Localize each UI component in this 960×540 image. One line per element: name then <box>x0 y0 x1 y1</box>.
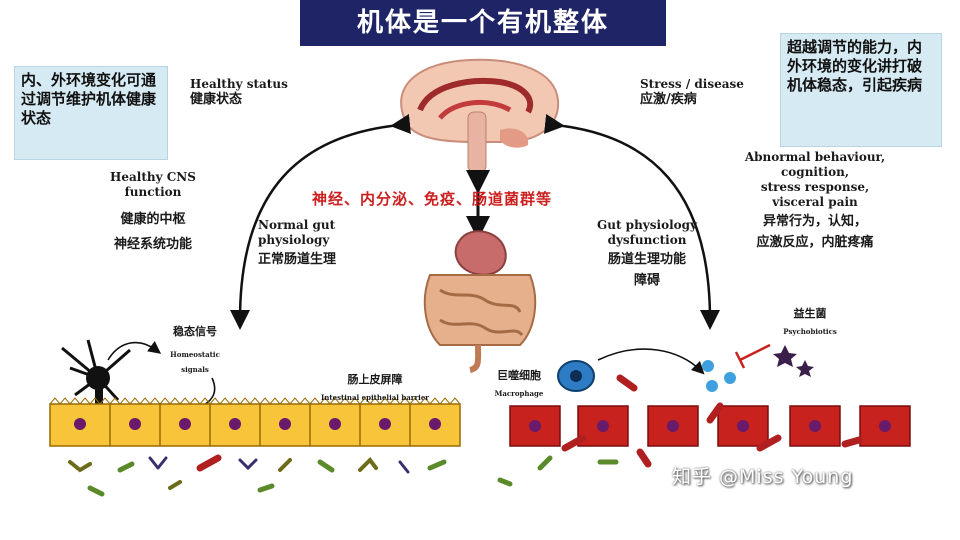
inhibit-arrow <box>739 343 771 362</box>
probiotic-label: 益生菌 Psychobiotics <box>770 306 850 339</box>
barrier-label: 肠上皮屏障 Intestinal epithelial barrier <box>290 372 460 405</box>
page-title: 机体是一个有机整体 <box>300 0 666 46</box>
brain-icon <box>400 58 560 173</box>
right-note: 超越调节的能力，内外环境的变化讲打破机体稳态，引起疾病 <box>780 33 942 147</box>
macrophage-label: 巨噬细胞 Macrophage <box>484 368 554 401</box>
cns-label: Healthy CNS function 健康的中枢 神经系统功能 <box>88 170 218 252</box>
healthy-status-label: Healthy status 健康状态 <box>190 77 320 107</box>
gut-dys-cn1: 肠道生理功能 <box>607 252 686 267</box>
homeostatic-cn: 稳态信号 <box>173 325 217 338</box>
diseased-epithelium <box>509 405 911 447</box>
stress-cn: 应激/疾病 <box>640 92 697 107</box>
axis-label: 神经、内分泌、免疫、肠道菌群等 <box>312 190 553 208</box>
cns-en1: Healthy CNS <box>110 170 196 184</box>
healthy-status-en: Healthy status <box>190 77 288 91</box>
probiotic-cn: 益生菌 <box>793 307 827 320</box>
barrier-cn: 肠上皮屏障 <box>347 373 403 386</box>
macrophage-icon <box>557 360 595 392</box>
cns-cn1: 健康的中枢 <box>120 212 186 227</box>
gut-dys-cn2: 障碍 <box>633 273 660 288</box>
normal-gut-en1: Normal gut <box>258 218 336 232</box>
gut-dys-en1: Gut physiology <box>596 218 698 232</box>
gut-dysfunction-label: Gut physiology dysfunction 肠道生理功能 障碍 <box>582 218 712 288</box>
healthy-epithelium <box>49 397 461 447</box>
homeostatic-en1: Homeostatic <box>170 350 220 359</box>
stress-en: Stress / disease <box>640 77 744 91</box>
abnormal-en4: visceral pain <box>772 195 858 209</box>
macrophage-cn: 巨噬细胞 <box>497 369 541 382</box>
cns-cn2: 神经系统功能 <box>113 237 192 252</box>
homeostatic-arrow <box>107 341 162 361</box>
stress-label: Stress / disease 应激/疾病 <box>640 77 780 107</box>
abnormal-en3: stress response, <box>760 180 870 194</box>
right-curve-arrow <box>544 114 720 330</box>
abnormal-en1: Abnormal behaviour, <box>744 150 886 164</box>
healthy-bacteria <box>68 454 447 497</box>
probiotic-en: Psychobiotics <box>783 327 837 336</box>
gut-icon <box>423 230 537 373</box>
abnormal-label: Abnormal behaviour, cognition, stress re… <box>730 150 900 250</box>
cns-en2: function <box>124 185 182 199</box>
probiotic-stars <box>773 345 814 377</box>
normal-gut-label: Normal gut physiology 正常肠道生理 <box>258 218 378 267</box>
left-note: 内、外环境变化可通过调节维护机体健康状态 <box>14 66 168 160</box>
pathogenic-bacteria <box>497 374 863 487</box>
healthy-status-cn: 健康状态 <box>190 92 243 107</box>
watermark: 知乎 @Miss Young <box>672 466 854 488</box>
abnormal-en2: cognition, <box>781 165 849 179</box>
normal-gut-cn: 正常肠道生理 <box>258 252 337 267</box>
homeostatic-en2: signals <box>181 365 209 374</box>
normal-gut-en2: physiology <box>258 233 330 247</box>
left-curve-arrow <box>230 114 411 330</box>
abnormal-cn1: 异常行为，认知， <box>762 214 867 229</box>
abnormal-cn2: 应激反应，内脏疼痛 <box>756 235 874 250</box>
cytokine-dots <box>702 360 736 392</box>
barrier-en: Intestinal epithelial barrier <box>321 393 429 402</box>
homeostatic-label: 稳态信号 Homeostatic signals <box>150 324 240 377</box>
macrophage-en: Macrophage <box>494 389 544 398</box>
gut-dys-en2: dysfunction <box>607 233 687 247</box>
macrophage-arrow <box>597 348 705 375</box>
